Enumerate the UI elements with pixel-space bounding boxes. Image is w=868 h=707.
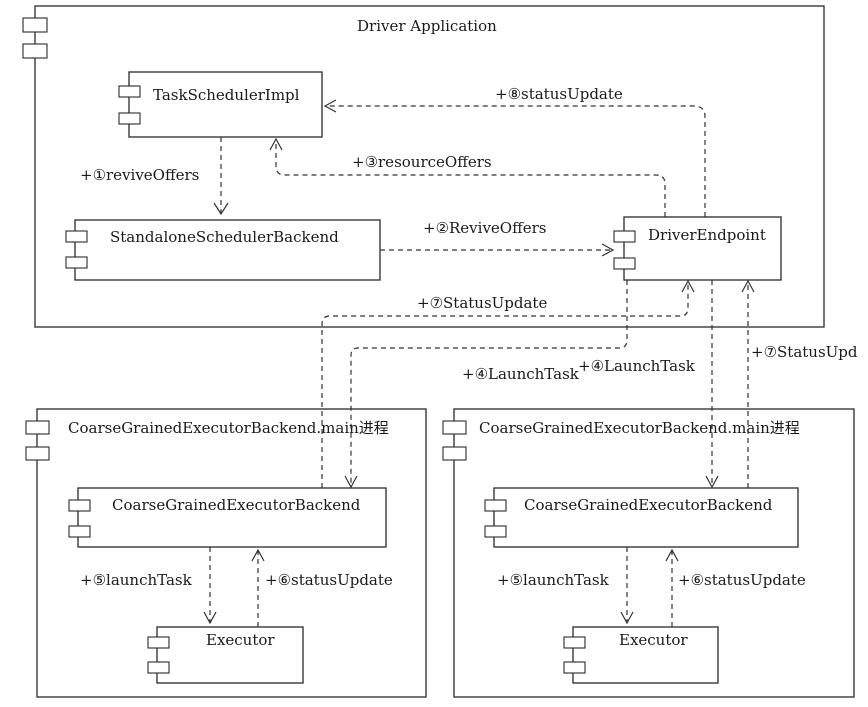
standalone-scheduler-backend-label: StandaloneSchedulerBackend <box>110 228 339 246</box>
component-icon <box>68 499 91 512</box>
component-icon <box>563 661 586 674</box>
component-icon <box>563 636 586 649</box>
component-icon <box>147 661 170 674</box>
driver-endpoint-label: DriverEndpoint <box>648 226 766 244</box>
edge-launch-task-5-right <box>620 547 634 625</box>
coarse-grained-executor-backend-left-label: CoarseGrainedExecutorBackend <box>112 496 361 514</box>
message-resource-offers: +③resourceOffers <box>352 153 492 171</box>
component-icon <box>484 525 507 538</box>
edge-status-update-7-right <box>741 279 755 488</box>
component-icon <box>147 636 170 649</box>
message-status-update-7-left: +⑦StatusUpdate <box>417 294 547 312</box>
executor-left-label: Executor <box>206 631 275 649</box>
executor-right-label: Executor <box>619 631 688 649</box>
message-status-update-6-left: +⑥statusUpdate <box>265 571 393 589</box>
message-launch-task-5-left: +⑤launchTask <box>80 571 193 589</box>
edge-launch-task-right <box>705 280 719 489</box>
edge-status-update-6-right <box>665 548 679 627</box>
component-icon <box>25 446 50 461</box>
message-status-update-7-right: +⑦StatusUpd <box>751 343 858 361</box>
task-scheduler-impl-component: TaskSchedulerImpl <box>118 71 323 138</box>
component-icon <box>22 17 48 33</box>
component-icon <box>118 112 141 125</box>
component-icon <box>118 85 141 98</box>
component-icon <box>442 446 467 461</box>
coarse-grained-executor-backend-right-label: CoarseGrainedExecutorBackend <box>524 496 773 514</box>
component-icon <box>25 420 50 435</box>
component-icon <box>65 256 88 269</box>
driver-endpoint-component: DriverEndpoint <box>613 216 782 281</box>
message-launch-task-4-left: +④LaunchTask <box>462 365 580 383</box>
component-icon <box>613 230 636 243</box>
edge-launch-task-5-left <box>203 547 217 625</box>
component-icon <box>442 420 467 435</box>
component-icon <box>484 499 507 512</box>
edge-revive-offers-message <box>380 243 615 257</box>
message-launch-task-4-right: +④LaunchTask <box>578 357 696 375</box>
executor-process-left-container: CoarseGrainedExecutorBackend.main进程 <box>25 408 427 698</box>
coarse-grained-executor-backend-left: CoarseGrainedExecutorBackend <box>68 487 387 548</box>
edge-status-update-7-left <box>321 279 695 488</box>
edge-resource-offers <box>269 137 666 217</box>
task-scheduler-impl-label: TaskSchedulerImpl <box>153 86 300 104</box>
message-revive-offers: +①reviveOffers <box>80 166 199 184</box>
driver-application-title: Driver Application <box>357 17 497 35</box>
edge-launch-task-left <box>344 280 628 489</box>
executor-process-right-title: CoarseGrainedExecutorBackend.main进程 <box>479 419 800 437</box>
edge-status-update-8 <box>323 99 706 217</box>
edge-status-update-6-left <box>251 548 265 627</box>
component-icon <box>613 257 636 270</box>
component-icon <box>68 525 91 538</box>
component-icon <box>22 43 48 59</box>
executor-left: Executor <box>147 626 304 684</box>
message-status-update-8: +⑧statusUpdate <box>495 85 623 103</box>
message-revive-offers-2: +②ReviveOffers <box>423 219 547 237</box>
executor-right: Executor <box>563 626 719 684</box>
message-launch-task-5-right: +⑤launchTask <box>497 571 610 589</box>
coarse-grained-executor-backend-right: CoarseGrainedExecutorBackend <box>484 487 799 548</box>
standalone-scheduler-backend-component: StandaloneSchedulerBackend <box>65 219 381 281</box>
component-icon <box>65 230 88 243</box>
message-status-update-6-right: +⑥statusUpdate <box>678 571 806 589</box>
executor-process-left-title: CoarseGrainedExecutorBackend.main进程 <box>68 419 389 437</box>
edge-revive-offers <box>213 137 229 216</box>
